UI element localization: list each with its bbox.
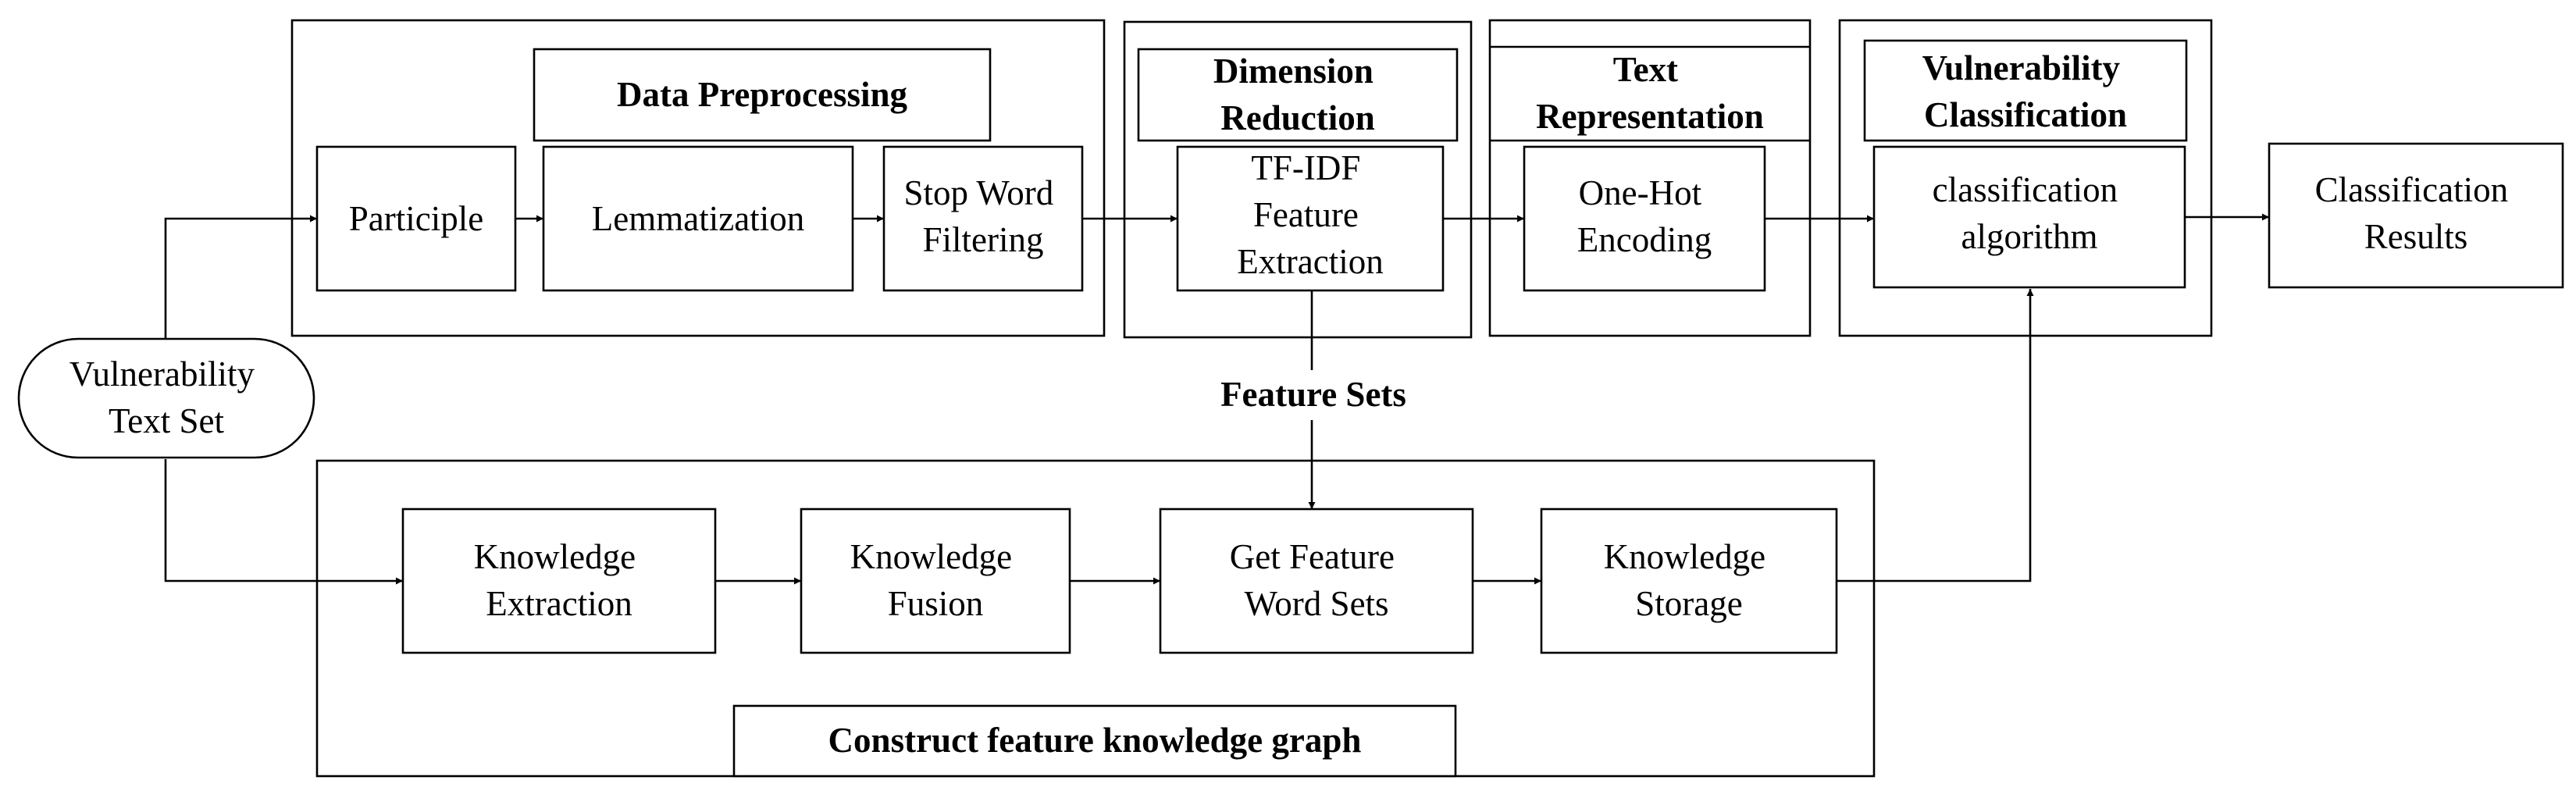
node-classification-algorithm: classification algorithm [1872,145,2186,289]
node-classification-results: Classification Results [2268,142,2564,289]
group-dimension-reduction: Dimension Reduction [1123,20,1473,339]
connectors [164,213,2269,585]
group-knowledge-graph: Construct feature knowledge graph [315,459,1876,778]
group-text-representation: Text Representation [1488,19,1812,337]
svg-text:Get Feature Word Sets: Get Feature Word Sets [1230,537,1403,623]
dimension-reduction-title: Dimension Reduction [1213,52,1382,137]
svg-text:Classification Results: Classification Results [2315,170,2517,256]
svg-text:Knowledge Extraction: Knowledge Extraction [474,537,645,623]
arrow-input-to-knowledge-extraction [164,459,403,585]
data-preprocessing-title: Data Preprocessing [617,75,908,114]
arrow-storage-to-classifier [1837,289,2034,582]
svg-text:Vulnerability Text Set: Vulnerability Text Set [69,354,264,440]
node-stop-word-filtering: Stop Word Filtering [882,145,1084,292]
vulnerability-classification-title: Vulnerability Classification [1922,48,2129,134]
node-knowledge-storage: Knowledge Storage [1540,508,1838,654]
node-one-hot-encoding: One-Hot Encoding [1523,145,1766,292]
svg-text:Lemmatization: Lemmatization [592,199,804,238]
svg-text:Participle: Participle [349,199,483,238]
node-lemmatization: Lemmatization [542,145,854,292]
node-vulnerability-text-set: Vulnerability Text Set [17,337,315,459]
node-participle: Participle [315,145,517,292]
node-tfidf-feature-extraction: TF-IDF Feature Extraction [1176,145,1445,292]
svg-text:Knowledge Fusion: Knowledge Fusion [850,537,1021,623]
arrow-input-to-participle [164,215,317,339]
vulnerability-classification-title-box [1863,39,2188,142]
data-preprocessing-title-box [533,48,992,142]
text-representation-title: Text Representation [1536,50,1764,136]
knowledge-graph-title: Construct feature knowledge graph [828,721,1362,760]
group-vulnerability-classification: Vulnerability Classification [1838,19,2213,337]
svg-text:Stop Word Filtering: Stop Word Filtering [903,173,1062,259]
svg-text:Knowledge Storage: Knowledge Storage [1604,537,1775,623]
svg-text:One-Hot Encoding: One-Hot Encoding [1577,173,1712,259]
svg-text:classification algorithm: classification algorithm [1933,170,2127,256]
node-knowledge-extraction: Knowledge Extraction [401,508,717,654]
node-get-feature-word-sets: Get Feature Word Sets [1159,508,1474,654]
node-knowledge-fusion: Knowledge Fusion [800,508,1071,654]
dimension-reduction-title-box [1137,48,1459,142]
svg-text:TF-IDF Feature Ext: TF-IDF Feature Extraction [1237,148,1383,281]
knowledge-graph-title-box [732,704,1457,778]
feature-sets-label: Feature Sets [1220,375,1406,414]
group-data-preprocessing: Data Preprocessing [290,19,1106,337]
